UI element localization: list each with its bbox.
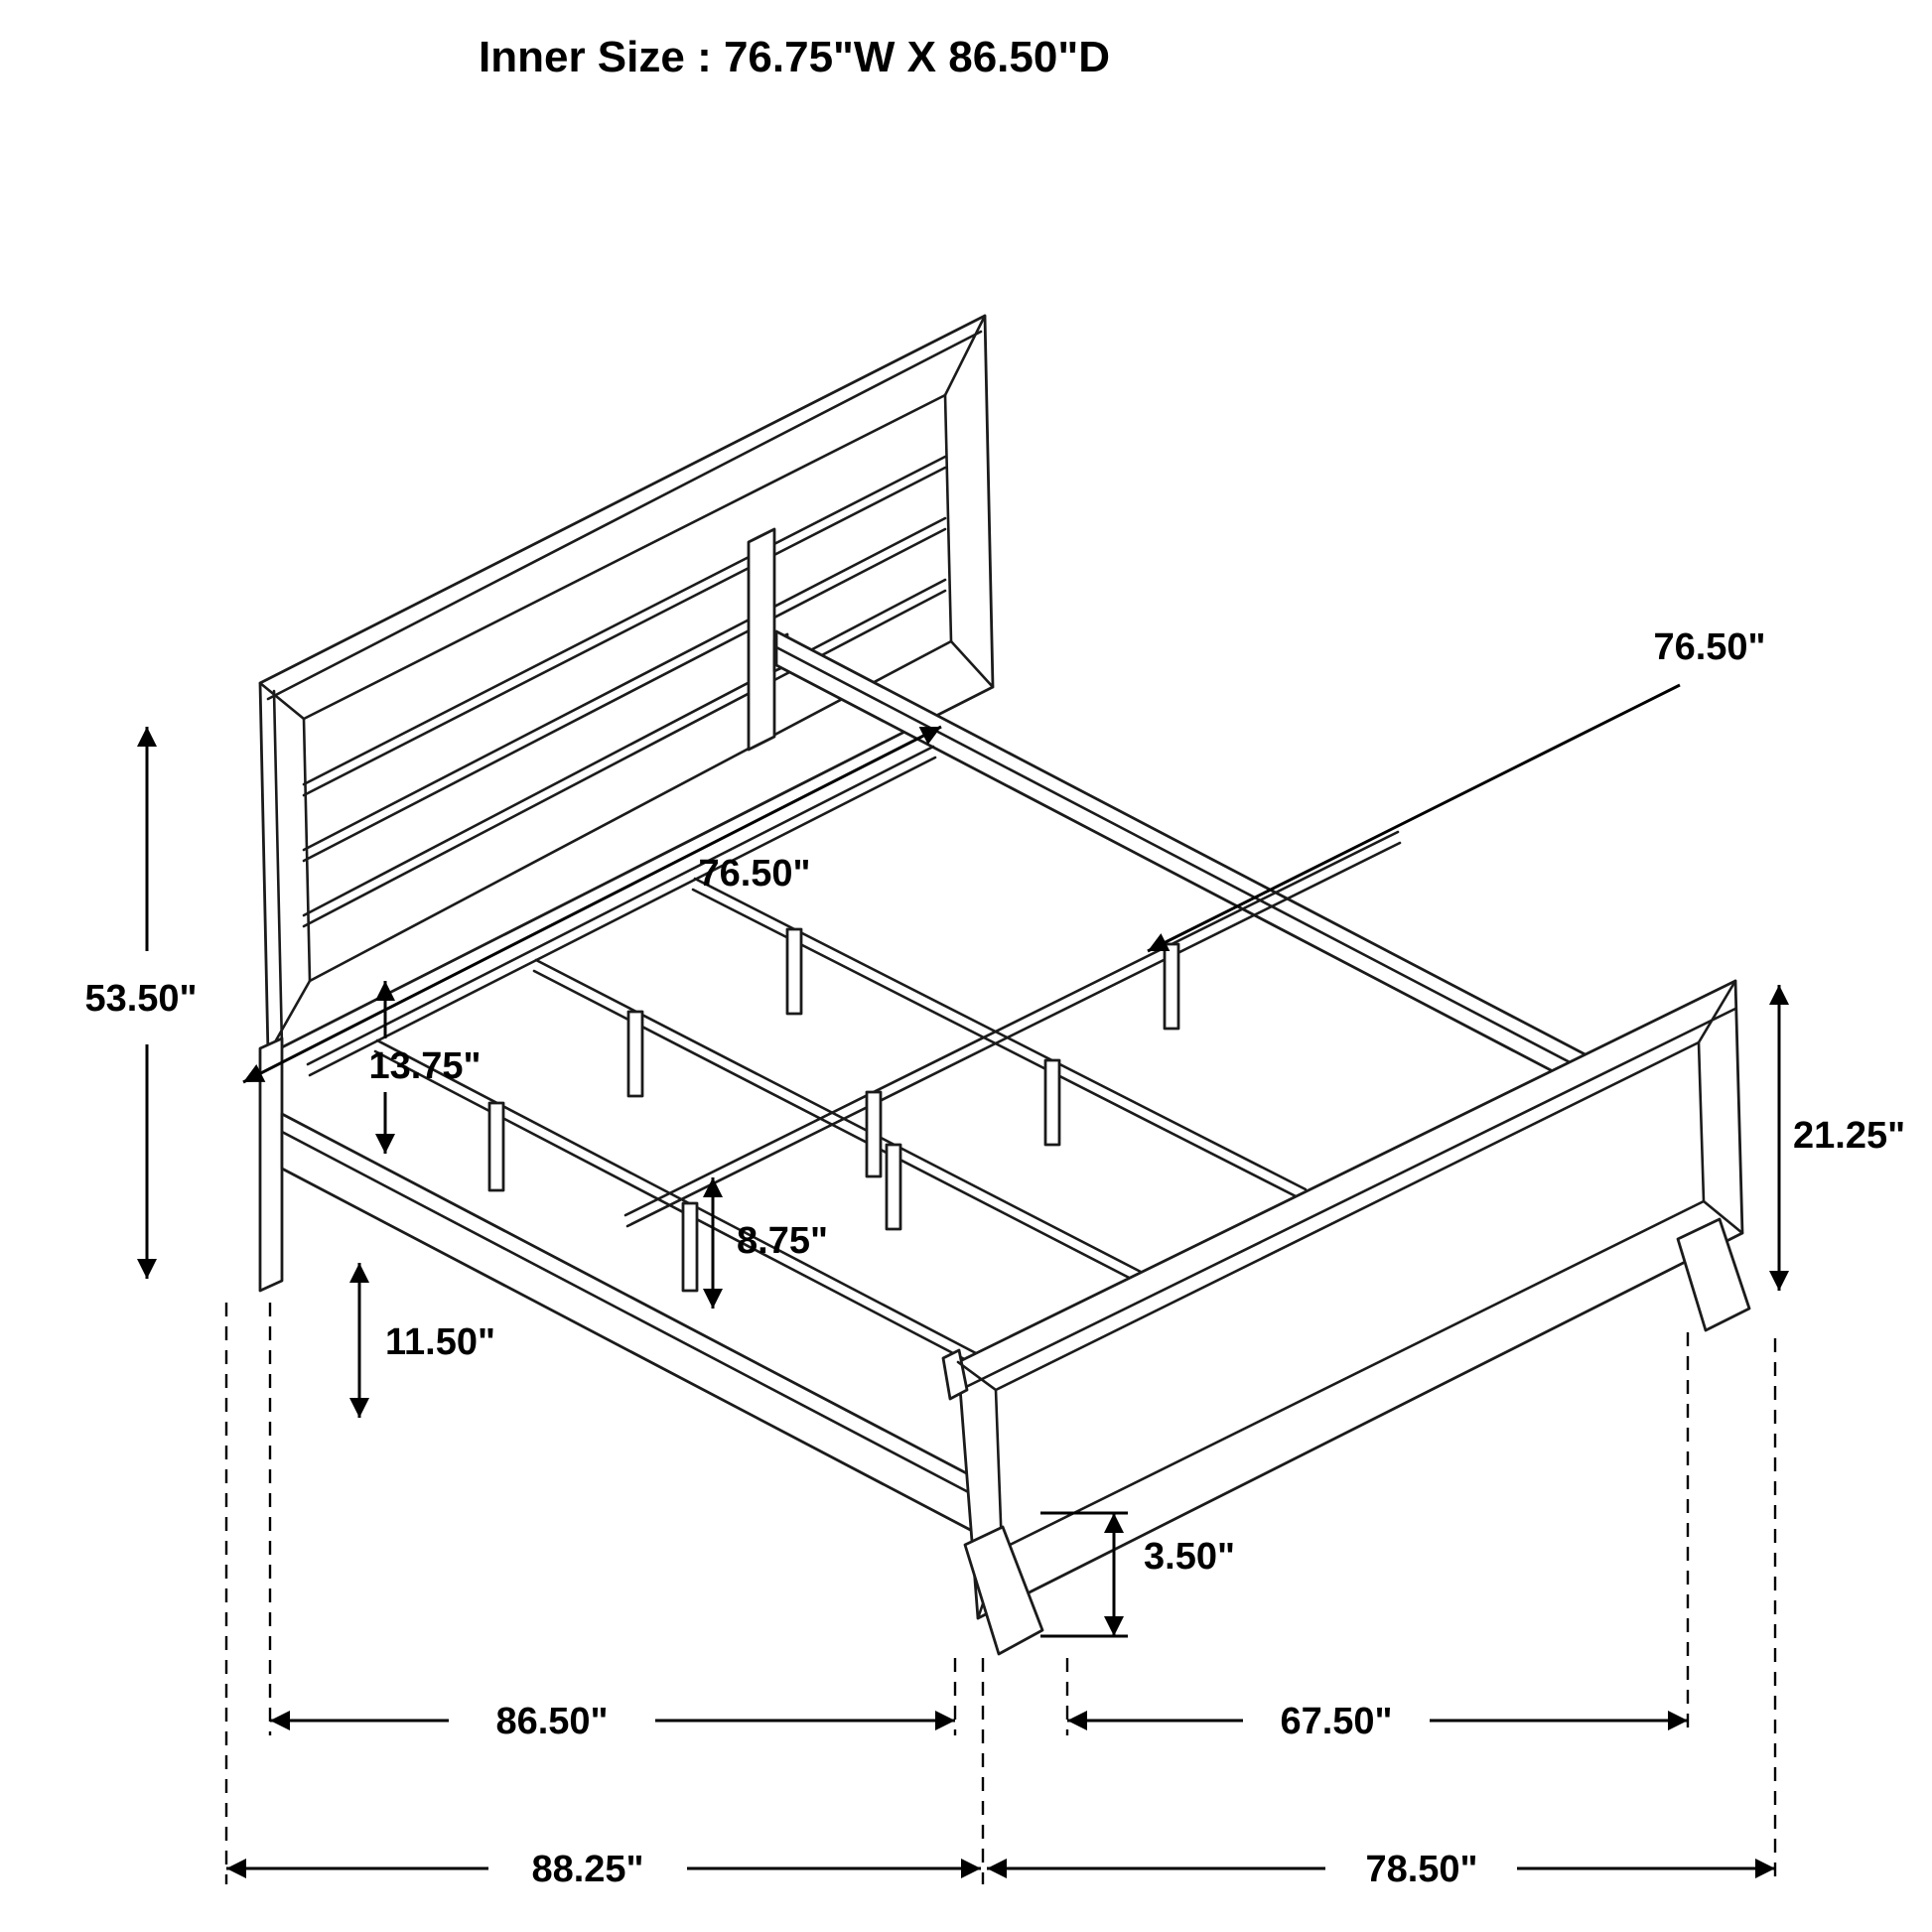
headboard [258, 314, 995, 1056]
center-cross-rail [623, 830, 1402, 1228]
right-side-rail-ledge-line [774, 645, 1640, 1100]
dim-support-leg-height: 8.75" [703, 1177, 828, 1309]
dim-side-rail-length-label: 86.50" [495, 1701, 608, 1742]
footboard-cap-end [941, 1348, 969, 1401]
support-legs [487, 927, 1180, 1293]
dim-headboard-clearance-label: 13.75" [368, 1045, 481, 1087]
dim-overall-depth-label: 88.25" [531, 1849, 643, 1890]
footboard-miter-lines [956, 979, 1744, 1620]
footboard-outer-frame [956, 979, 1744, 1620]
support-leg [681, 1201, 699, 1293]
footboard [941, 979, 1751, 1656]
support-leg [865, 1090, 883, 1178]
headboard-right-post [747, 527, 776, 752]
support-leg [785, 927, 803, 1016]
dim-overall-depth: 88.25" [226, 1849, 981, 1890]
dim-side-rail-length: 86.50" [270, 1701, 955, 1742]
support-leg [626, 1010, 644, 1098]
dim-support-leg-height-label: 8.75" [737, 1220, 828, 1262]
dim-foot-height: 3.50" [1040, 1511, 1235, 1638]
headboard-slat-lines [302, 455, 947, 928]
dim-footboard-inner-width-label: 67.50" [1280, 1701, 1392, 1742]
dim-footboard-inner-width: 67.50" [1067, 1701, 1688, 1742]
support-rail-left [373, 1038, 978, 1366]
right-side-rail [774, 629, 1640, 1118]
dim-footboard-height-label: 21.25" [1793, 1115, 1905, 1157]
dim-footboard-height: 21.25" [1769, 985, 1905, 1291]
dim-center-rail-width: 76.50" [1147, 626, 1766, 953]
extension-lines [224, 1303, 1777, 1884]
support-leg [1043, 1058, 1061, 1147]
dim-headboard-clearance: 13.75" [368, 981, 482, 1154]
support-rail-right [691, 877, 1308, 1202]
diagram-title: Inner Size : 76.75"W X 86.50"D [479, 33, 1110, 81]
headboard-top-cap-line [266, 330, 983, 701]
dim-headboard-height-label: 53.50" [84, 978, 197, 1020]
headboard-miter-lines [258, 314, 995, 1056]
support-leg [1163, 942, 1180, 1031]
support-leg [487, 1101, 505, 1192]
dim-headboard-inner-width: 76.50" [242, 725, 942, 1084]
support-leg [885, 1143, 902, 1231]
left-side-rail-ledge-line [280, 1130, 980, 1499]
dim-foot-height-label: 3.50" [1144, 1536, 1235, 1578]
dim-overall-width: 78.50" [987, 1849, 1775, 1890]
dim-rail-floor-clearance: 11.50" [349, 1263, 495, 1418]
dim-center-rail-width-label: 76.50" [1653, 626, 1765, 668]
footboard-right-foot [1676, 1217, 1751, 1332]
dim-rail-floor-clearance-label: 11.50" [385, 1321, 495, 1363]
dim-center-rail-width-leader [1147, 683, 1681, 953]
dim-headboard-inner-width-label: 76.50" [698, 853, 810, 895]
dim-headboard-height: 53.50" [84, 727, 198, 1279]
footboard-front-foot [963, 1525, 1044, 1656]
headboard-left-leg [258, 1036, 284, 1293]
footboard-top-cap-line [966, 1007, 1737, 1388]
dim-headboard-inner-width-arrow [242, 725, 942, 1084]
dim-overall-width-label: 78.50" [1365, 1849, 1477, 1890]
